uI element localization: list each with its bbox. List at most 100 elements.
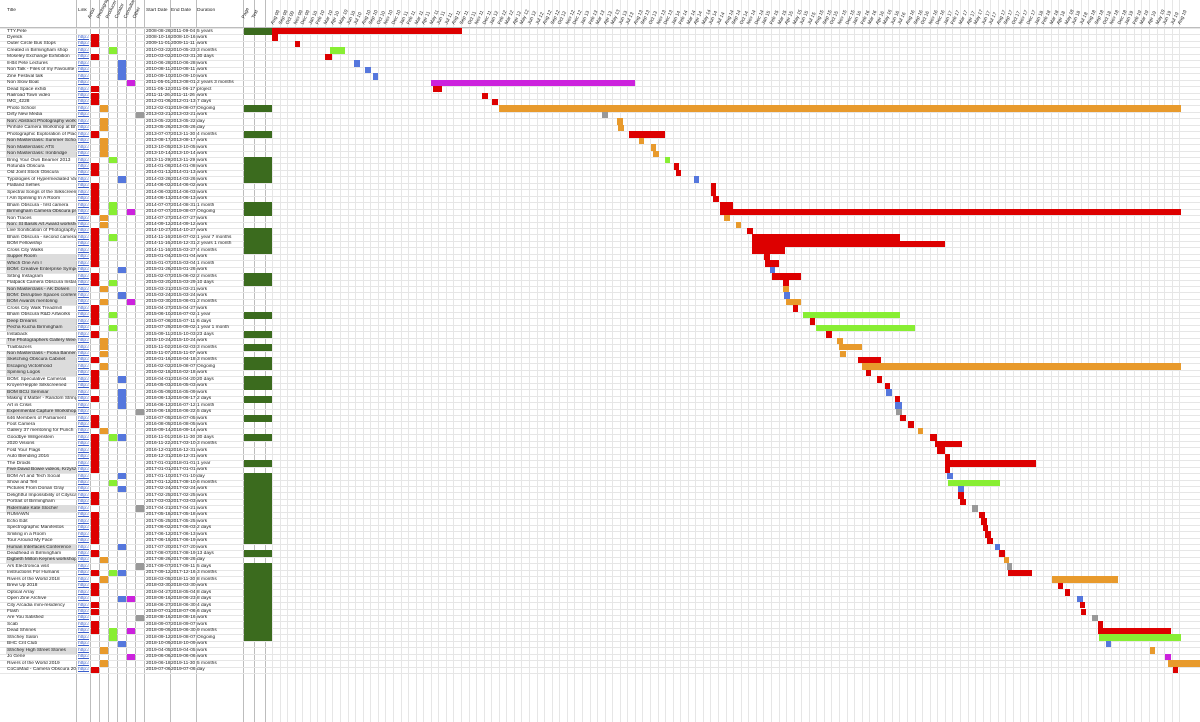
project-link[interactable]: http:// <box>78 73 89 79</box>
start-date[interactable]: 2014-03-26 <box>146 176 171 182</box>
project-link[interactable]: http:// <box>78 99 89 105</box>
project-link[interactable]: http:// <box>78 80 89 86</box>
project-link[interactable]: http:// <box>78 512 89 518</box>
project-link[interactable]: http:// <box>78 557 89 563</box>
gantt-bar[interactable] <box>960 498 966 506</box>
start-date[interactable]: 2018-10-09 <box>146 641 171 647</box>
project-link[interactable]: http:// <box>78 434 89 440</box>
gantt-bar[interactable] <box>1080 608 1087 615</box>
project-title[interactable]: Are You Satisfied <box>7 615 44 621</box>
project-title[interactable]: Jo Gene <box>7 654 26 660</box>
project-link[interactable]: http:// <box>78 202 89 208</box>
gantt-bar[interactable] <box>735 221 742 228</box>
duration[interactable]: 9 months <box>197 628 217 634</box>
duration[interactable]: work <box>197 505 208 511</box>
gantt-bar[interactable] <box>272 28 462 35</box>
start-date[interactable]: 2017-08-07 <box>146 550 171 556</box>
end-date[interactable]: 2010-03-31 <box>171 54 196 60</box>
project-link[interactable]: http:// <box>78 621 89 627</box>
project-link[interactable]: http:// <box>78 280 89 286</box>
duration[interactable]: work <box>197 41 208 47</box>
project-title[interactable]: Rivers of the World 2018 <box>7 576 60 582</box>
project-link[interactable]: http:// <box>78 267 89 273</box>
project-link[interactable]: http:// <box>78 441 89 447</box>
duration[interactable]: day <box>197 118 205 124</box>
end-date[interactable]: 2017-03-10 <box>171 441 196 447</box>
start-date[interactable]: 2015-11-02 <box>146 344 171 350</box>
duration[interactable]: work <box>197 621 208 627</box>
header-duration[interactable]: Duration <box>197 8 216 13</box>
end-date[interactable]: 2019-04-05 <box>171 647 196 653</box>
duration[interactable]: work <box>197 34 208 40</box>
project-row[interactable]: BOM: Disruptive Spaces conferencehttp://… <box>0 292 1200 299</box>
project-title[interactable]: Typologies of Hypermediated Vamp <box>7 176 76 182</box>
gantt-bar[interactable] <box>994 544 1001 551</box>
end-date[interactable]: 2016-05-03 <box>171 383 196 389</box>
gantt-bar[interactable] <box>430 79 635 87</box>
project-title[interactable]: BOM Fellowship <box>7 241 42 247</box>
duration[interactable]: work <box>197 615 208 621</box>
start-date[interactable]: 2013-08-17 <box>146 138 171 144</box>
project-link[interactable]: http:// <box>78 86 89 92</box>
start-date[interactable]: 2017-02-25 <box>146 492 171 498</box>
start-date[interactable]: 2016-08-05 <box>146 421 171 427</box>
gantt-bar[interactable] <box>294 40 301 48</box>
start-date[interactable]: 2015-10-24 <box>146 338 171 344</box>
start-date[interactable]: 2017-07-20 <box>146 544 171 550</box>
project-link[interactable]: http:// <box>78 363 89 369</box>
start-date[interactable]: 2008-10-16 <box>146 34 171 40</box>
project-title[interactable]: IMG_4228 <box>7 99 30 105</box>
project-title[interactable]: Non: St Basils Art Award workshop <box>7 222 76 227</box>
project-title[interactable]: Art in Crisis <box>7 402 32 408</box>
project-title[interactable]: Optical Array <box>7 589 35 595</box>
end-date[interactable]: 2017-08-26 <box>171 557 196 563</box>
duration[interactable]: 4 months <box>197 247 217 253</box>
duration[interactable]: work <box>197 499 208 505</box>
duration[interactable]: 5 years <box>197 28 213 34</box>
gantt-bar[interactable] <box>330 47 346 54</box>
end-date[interactable]: 2017-07-20 <box>171 544 196 550</box>
project-link[interactable]: http:// <box>78 550 89 556</box>
project-link[interactable]: http:// <box>78 518 89 524</box>
project-row[interactable]: BOM: Creative Enterprise Symposiumhttp:/… <box>0 266 1200 274</box>
project-title[interactable]: Non Traces <box>7 215 32 221</box>
duration[interactable]: 2 years 1 month <box>197 241 232 247</box>
project-row[interactable]: Birmingham Camera Obscura projecthttp://… <box>0 208 1200 216</box>
gantt-bar[interactable] <box>876 376 883 383</box>
start-date[interactable]: 2016-02-02 <box>146 363 171 369</box>
start-date[interactable]: 2014-06-13 <box>146 196 171 202</box>
start-date[interactable]: 2017-02-24 <box>146 486 171 492</box>
start-date[interactable]: 2013-07-07 <box>146 131 171 137</box>
project-link[interactable]: http:// <box>78 325 89 331</box>
header-text[interactable]: Text <box>251 9 260 20</box>
end-date[interactable]: 2019-06-30 <box>171 628 196 634</box>
duration[interactable]: day <box>197 667 205 673</box>
project-title[interactable]: Echo Edit <box>7 518 28 524</box>
start-date[interactable]: 2018-09-12 <box>146 634 171 640</box>
start-date[interactable]: 2014-11-16 <box>146 241 171 247</box>
project-row[interactable]: Spectral Songs of the Silkscreened Seaht… <box>0 189 1200 196</box>
duration[interactable]: 1 month <box>197 402 215 408</box>
duration[interactable]: work <box>197 254 208 260</box>
start-date[interactable]: 2015-11-07 <box>146 351 171 356</box>
project-link[interactable]: http:// <box>78 402 89 408</box>
gantt-bar[interactable] <box>1079 602 1086 609</box>
end-date[interactable]: 2017-08-10 <box>171 480 196 485</box>
end-date[interactable]: 2016-02-18 <box>171 370 196 376</box>
end-date[interactable]: 2018-05-04 <box>171 589 196 595</box>
duration[interactable]: 6 months <box>197 480 217 485</box>
project-title[interactable]: Cross City Walks <box>7 247 44 253</box>
gantt-bar[interactable] <box>894 402 903 409</box>
